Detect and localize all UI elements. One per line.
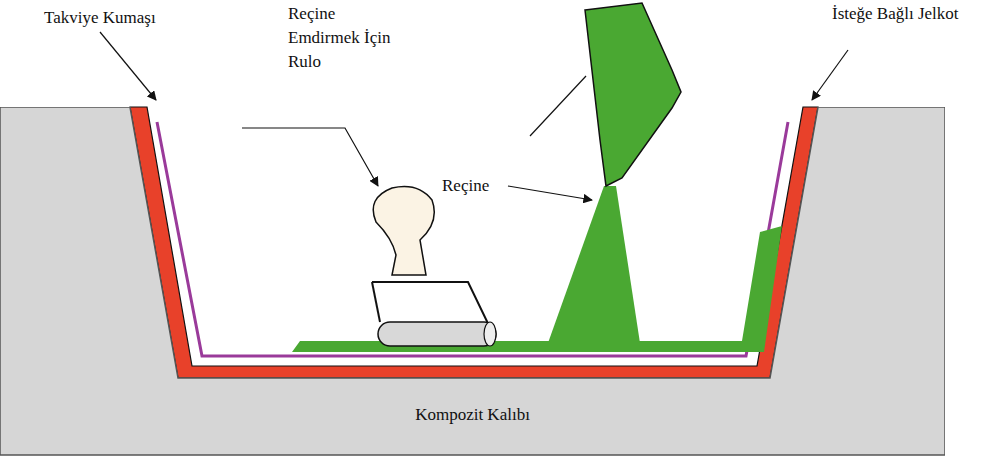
resin-layer xyxy=(292,226,782,352)
leader-line xyxy=(100,32,156,100)
leader-line xyxy=(812,50,848,100)
mold-body: Kompozit Kalıbı xyxy=(0,107,945,457)
gelcoat-label: İsteğe Bağlı Jelkot xyxy=(832,2,962,26)
roller-label: Reçine Emdirmek İçin Rulo xyxy=(288,2,406,74)
leader-line xyxy=(242,128,378,186)
resin-bottle xyxy=(585,3,681,186)
mold-label: Kompozit Kalıbı xyxy=(0,403,945,427)
resin-label: Reçine xyxy=(442,174,512,198)
leader-line xyxy=(508,186,592,200)
fabric-label: Takviye Kumaşı xyxy=(44,6,204,30)
leader-line xyxy=(530,76,586,136)
resin-stream xyxy=(548,186,640,343)
fabric-layer xyxy=(157,122,788,356)
roller-tool xyxy=(372,187,496,347)
gelcoat-layer xyxy=(130,107,818,378)
mold-outline xyxy=(0,107,945,457)
